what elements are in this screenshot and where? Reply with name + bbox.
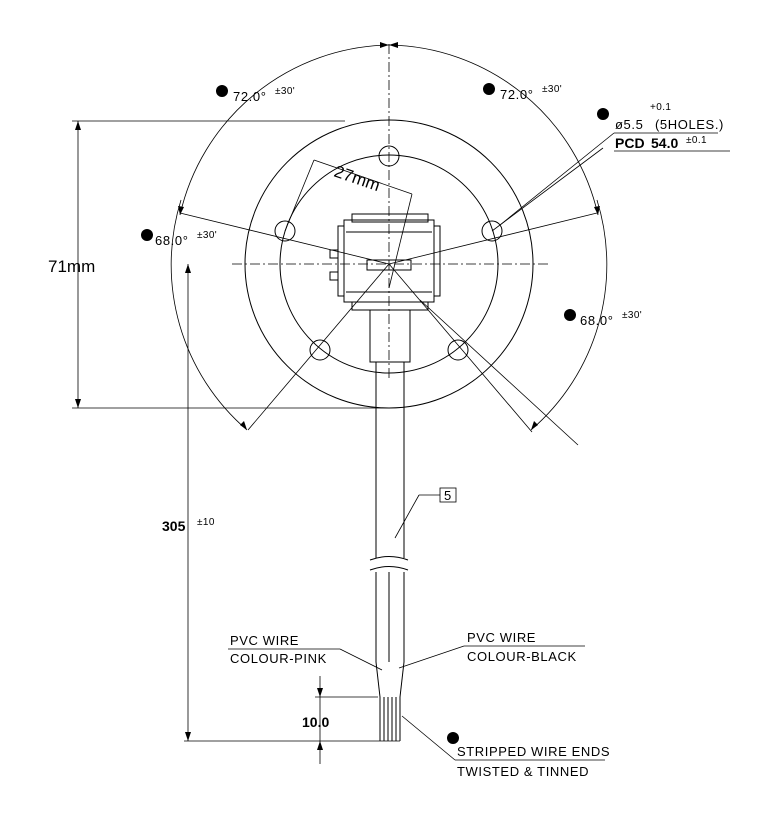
pcd-tolerance: ±0.1	[686, 135, 707, 146]
hole-tolerance: +0.1	[650, 102, 671, 113]
mounting-hole	[378, 145, 400, 167]
sensor-body	[329, 213, 441, 363]
radial-lines	[179, 147, 604, 446]
black-wire-type: PVC WIRE	[467, 630, 536, 645]
dim-71mm	[72, 120, 389, 409]
mounting-hole	[481, 220, 503, 242]
item-balloon	[394, 487, 457, 539]
ends-leader	[401, 715, 605, 761]
note-marker-icon	[447, 732, 459, 744]
angle-arcs	[170, 42, 608, 431]
black-wire-colour: COLOUR-BLACK	[467, 649, 577, 664]
dim-305	[184, 264, 400, 742]
cable	[369, 362, 409, 741]
mounting-hole	[274, 220, 296, 242]
length-dimension: 305	[162, 518, 186, 534]
angle-top-left-tol: ±30'	[275, 86, 295, 97]
stripped-ends-note: STRIPPED WIRE ENDS	[457, 744, 610, 759]
wire-leaders	[228, 645, 585, 671]
pink-wire-colour: COLOUR-PINK	[230, 651, 327, 666]
angle-right-tol: ±30'	[622, 310, 642, 321]
angle-left: 68.0°	[155, 233, 189, 248]
mounting-hole	[447, 339, 469, 361]
hole-callout	[499, 108, 730, 226]
hole-count: (5HOLES.)	[655, 117, 724, 132]
angle-left-tol: ±30'	[197, 230, 217, 241]
pcd-circle	[279, 154, 499, 374]
note-marker-icon	[597, 108, 609, 120]
note-marker-icon	[483, 83, 495, 95]
note-marker-icon	[564, 309, 576, 321]
height-dimension: 71mm	[48, 257, 95, 276]
width-dimension: 27mm	[332, 162, 383, 195]
mounting-hole	[309, 339, 331, 361]
pcd-label: PCD	[615, 135, 645, 151]
hole-diameter: ø5.5	[615, 117, 643, 132]
strip-length: 10.0	[302, 714, 329, 730]
angle-right: 68.0°	[580, 313, 614, 328]
balloon-number: 5	[444, 488, 452, 503]
angle-top-right-tol: ±30'	[542, 84, 562, 95]
angle-top-right: 72.0°	[500, 87, 534, 102]
pink-wire-type: PVC WIRE	[230, 633, 299, 648]
note-marker-icon	[141, 229, 153, 241]
note-marker-icon	[216, 85, 228, 97]
tinned-ends-note: TWISTED & TINNED	[457, 764, 589, 779]
length-tolerance: ±10	[197, 517, 215, 528]
dim-strip	[315, 676, 378, 764]
angle-top-left: 72.0°	[233, 89, 267, 104]
pcd-value: 54.0	[651, 135, 678, 151]
dim-27mm	[284, 159, 413, 289]
